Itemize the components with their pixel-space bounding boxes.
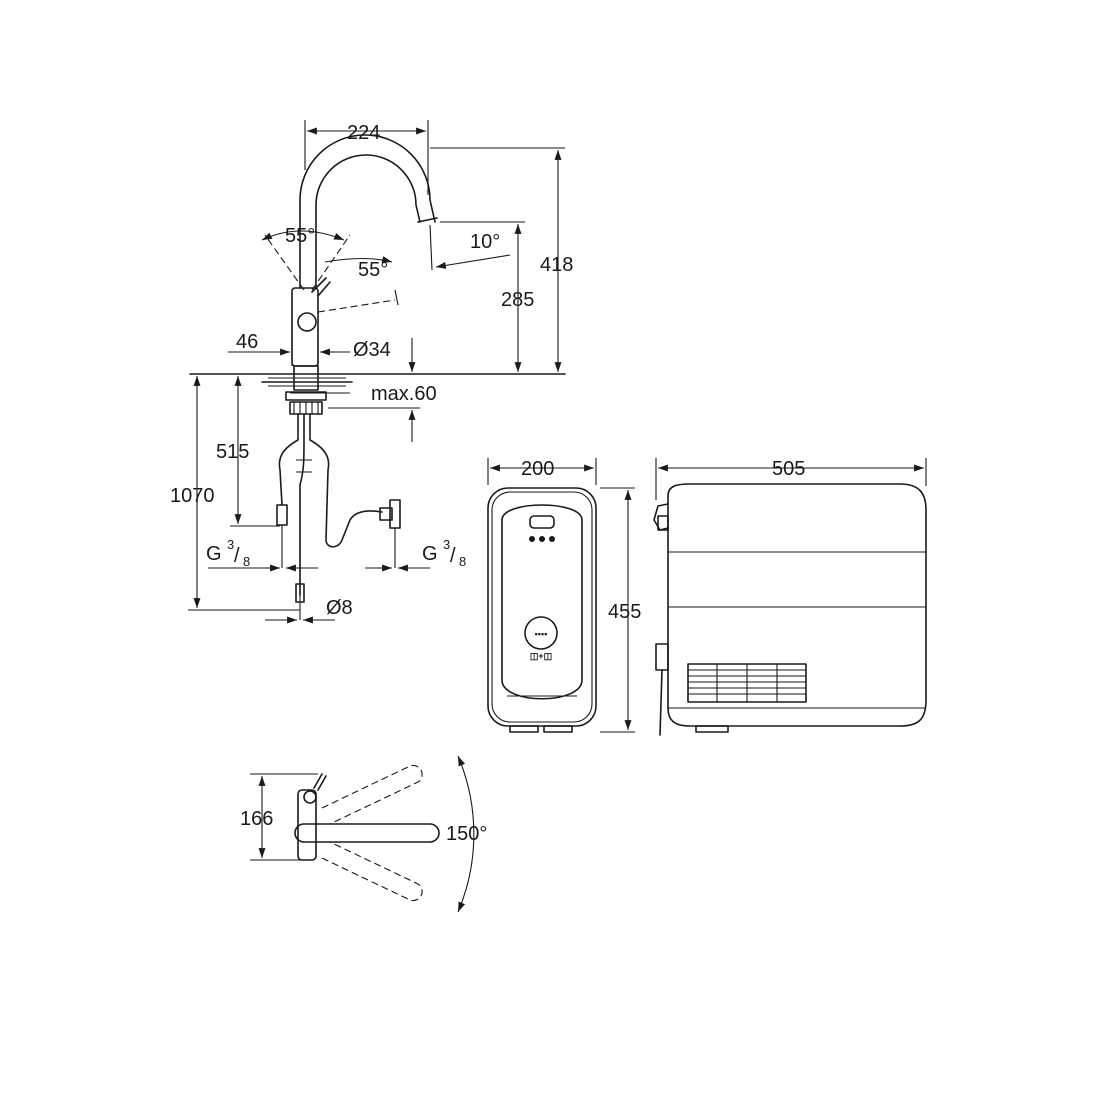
boiler-side-view bbox=[653, 483, 927, 736]
boiler-bottom-label: ◫+◫ bbox=[530, 651, 552, 661]
hose-length-label: 515 bbox=[216, 441, 249, 463]
boiler-display-label: ▪▪▪▪ bbox=[535, 629, 548, 639]
boiler-depth-label: 505 bbox=[772, 458, 805, 480]
svg-text:G: G bbox=[422, 543, 438, 565]
body-diameter-label: Ø34 bbox=[353, 339, 391, 361]
handle-angle-right-label: 55° bbox=[358, 259, 388, 281]
svg-text:8: 8 bbox=[459, 554, 466, 569]
inlet-left-thread-label: G 3 / 8 bbox=[206, 537, 250, 569]
faucet-front-view bbox=[189, 134, 566, 620]
top-view-dimensions bbox=[250, 773, 318, 861]
boiler-front-dimensions bbox=[487, 458, 635, 733]
boiler-side-dimensions bbox=[655, 458, 927, 500]
boiler-width-label: 200 bbox=[521, 458, 554, 480]
svg-text:G: G bbox=[206, 543, 222, 565]
faucet-top-view bbox=[294, 755, 475, 913]
svg-text:/: / bbox=[234, 545, 240, 567]
boiler-height-label: 455 bbox=[608, 601, 641, 623]
deck-thickness-label: max.60 bbox=[371, 383, 437, 405]
swivel-angle-label: 150° bbox=[446, 823, 487, 845]
top-view-offset-label: 166 bbox=[240, 808, 273, 830]
faucet-dimensions bbox=[188, 120, 565, 624]
total-height-label: 418 bbox=[540, 254, 573, 276]
total-hose-length-label: 1070 bbox=[170, 485, 215, 507]
svg-text:8: 8 bbox=[243, 554, 250, 569]
boiler-front-view bbox=[487, 487, 597, 733]
svg-text:/: / bbox=[450, 545, 456, 567]
inlet-right-thread-label: G 3 / 8 bbox=[422, 537, 466, 569]
outlet-height-label: 285 bbox=[501, 289, 534, 311]
svg-text:3: 3 bbox=[227, 537, 234, 552]
spout-tilt-label: 10° bbox=[470, 231, 500, 253]
handle-angle-left-label: 55° bbox=[285, 225, 315, 247]
body-offset-label: 46 bbox=[236, 331, 258, 353]
svg-text:3: 3 bbox=[443, 537, 450, 552]
pipe-diameter-label: Ø8 bbox=[326, 597, 353, 619]
spout-reach-label: 224 bbox=[347, 122, 380, 144]
